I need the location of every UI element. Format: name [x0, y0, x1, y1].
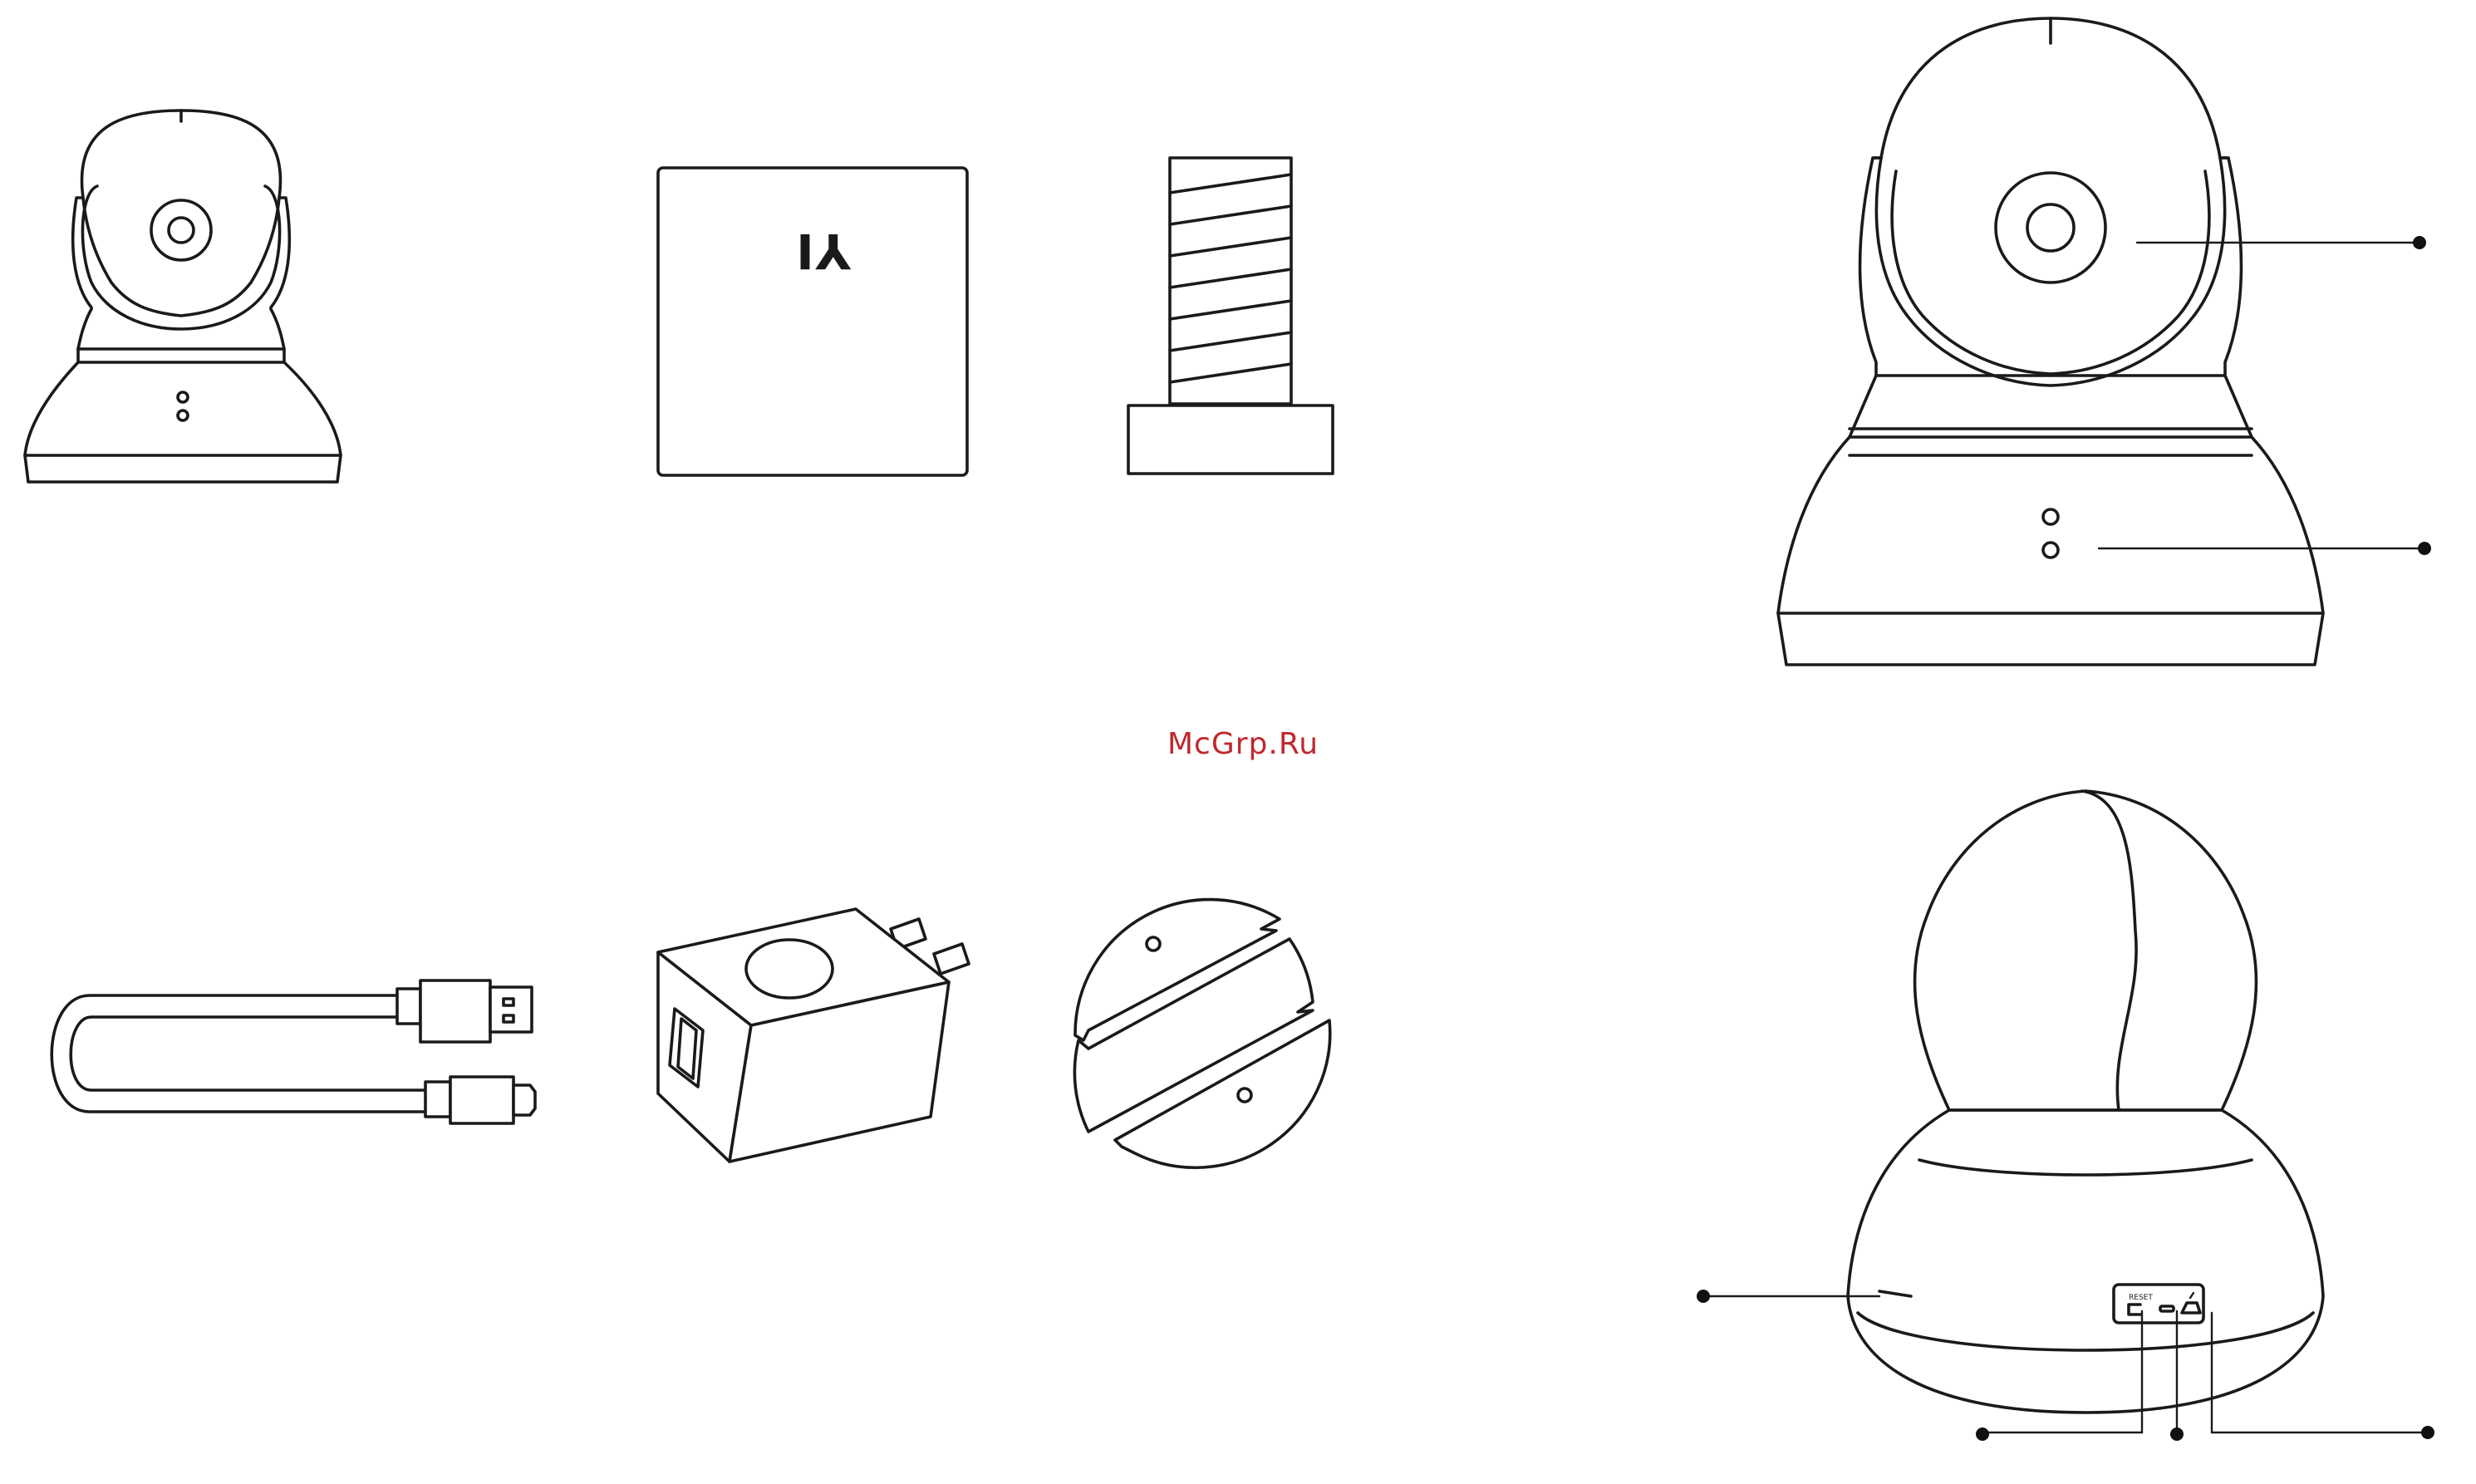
camera-front-view — [1776, 17, 2431, 666]
camera-front-small — [23, 109, 342, 484]
product-box: YI — [656, 166, 969, 477]
product-logo: YI — [794, 223, 852, 279]
mounting-plate — [1073, 897, 1332, 1170]
watermark-text: McGrp.Ru — [1167, 727, 1319, 761]
screw-anchor — [1127, 156, 1334, 475]
usb-cable — [50, 979, 537, 1125]
reset-label: RESET — [2129, 1294, 2153, 1302]
power-adapter — [656, 907, 970, 1163]
camera-back-view: RESET — [1697, 789, 2434, 1441]
